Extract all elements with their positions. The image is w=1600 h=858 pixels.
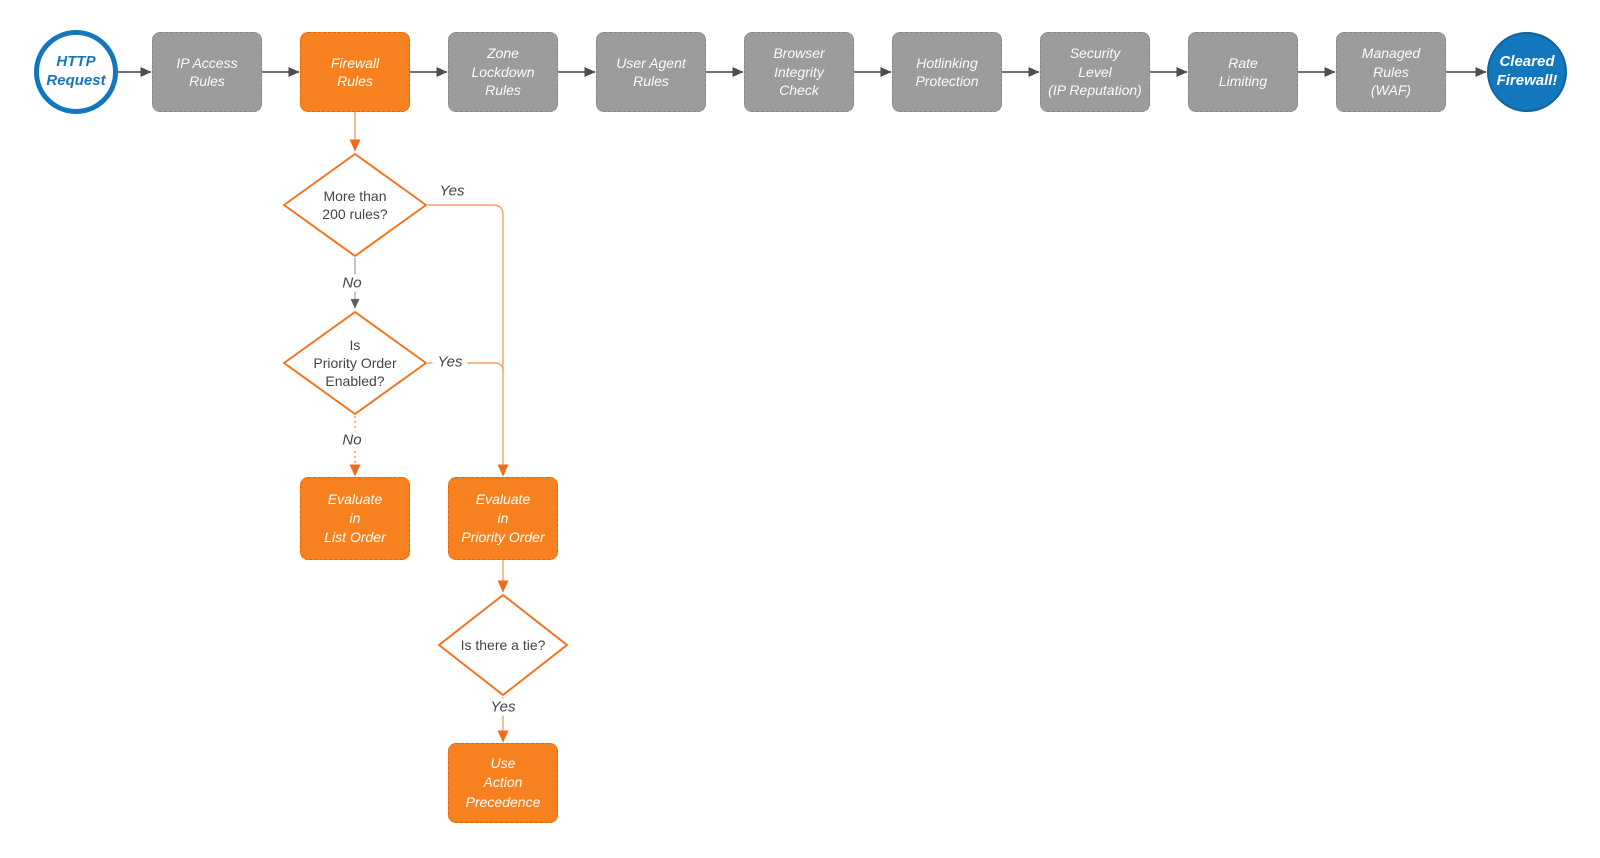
- step-ip-access-rules: IP Access Rules: [152, 32, 262, 112]
- step-browser-integrity-check: Browser Integrity Check: [744, 32, 854, 112]
- step-user-agent-rules: User Agent Rules: [596, 32, 706, 112]
- action-evaluate-in-list-order: Evaluate in List Order: [300, 477, 410, 560]
- edge-label-yes-decision2: Yes: [432, 353, 468, 371]
- edge-label-yes-decision3: Yes: [485, 698, 521, 716]
- action-evaluate-in-priority-order: Evaluate in Priority Order: [448, 477, 558, 560]
- decision-more-than-200-rules: More than 200 rules?: [282, 152, 428, 258]
- decision-priority-order-enabled: Is Priority Order Enabled?: [282, 310, 428, 416]
- step-hotlinking-protection: Hotlinking Protection: [892, 32, 1002, 112]
- step-security-level-ip-reputation: Security Level (IP Reputation): [1040, 32, 1150, 112]
- edge-decision1-yes-to-priority-order: [428, 204, 509, 477]
- decision-is-there-a-tie: Is there a tie?: [437, 593, 569, 697]
- edge-label-yes-decision1: Yes: [434, 182, 470, 200]
- action-use-action-precedence: Use Action Precedence: [448, 743, 558, 823]
- decision-label: More than 200 rules?: [322, 187, 388, 222]
- diamond-shape: [283, 311, 427, 415]
- diamond-shape: [283, 153, 427, 257]
- step-firewall-rules: Firewall Rules: [300, 32, 410, 112]
- decision-label: Is Priority Order Enabled?: [313, 336, 397, 390]
- edge-label-no-decision2: No: [337, 431, 367, 449]
- step-managed-rules-waf: Managed Rules (WAF): [1336, 32, 1446, 112]
- step-rate-limiting: Rate Limiting: [1188, 32, 1298, 112]
- edge-decision2-yes-merge: [428, 362, 504, 372]
- terminal-http-request: HTTP Request: [34, 30, 118, 114]
- decision-label: Is there a tie?: [460, 636, 546, 653]
- edge-label-no-decision1: No: [337, 274, 367, 292]
- terminal-cleared-firewall: Cleared Firewall!: [1487, 32, 1567, 112]
- diamond-shape: [438, 594, 568, 696]
- step-zone-lockdown-rules: Zone Lockdown Rules: [448, 32, 558, 112]
